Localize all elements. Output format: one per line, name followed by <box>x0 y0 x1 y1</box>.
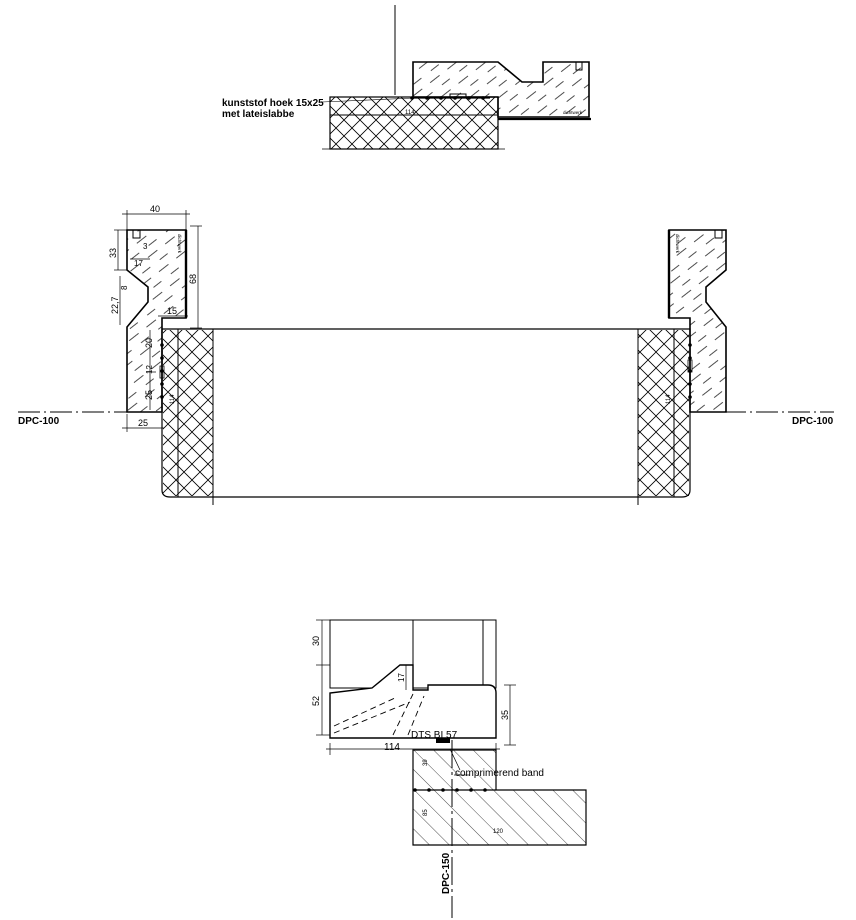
top-lintel <box>329 96 499 150</box>
bottom-sill-profile <box>329 664 497 739</box>
bottom-drain-lines <box>333 693 425 736</box>
bottom-dim-52: 52 <box>311 696 321 706</box>
dim-25-vertical: 25 <box>144 390 154 400</box>
bottom-dimension-lines <box>316 619 516 776</box>
dim-3: 3 <box>143 242 148 251</box>
right-fixing-dots <box>687 340 693 408</box>
bottom-detail: 30 52 17 35 114 DTS BI 57 comprimerend b… <box>311 619 587 918</box>
left-dpc-label: DPC-100 <box>18 416 60 427</box>
left-fixing-dots <box>159 340 165 408</box>
dim-114-left: 114 <box>170 394 176 404</box>
right-dpc-label: DPC-100 <box>792 416 834 427</box>
dim-33: 33 <box>108 248 118 258</box>
frame-body <box>161 328 691 498</box>
bottom-dim-39: 39 <box>423 759 429 766</box>
top-detail: kunststof hoek 15x25 met lateislabbe 114… <box>222 5 591 150</box>
dim-40: 40 <box>150 204 160 214</box>
bottom-dim-17: 17 <box>397 673 406 682</box>
top-material-tag: dichtwerk <box>563 110 583 115</box>
dim-12: 12 <box>145 365 154 374</box>
seal-label: DTS BI 57 <box>411 730 458 741</box>
right-frame-profile <box>668 229 727 413</box>
bottom-dim-85: 85 <box>423 809 429 816</box>
dim-68: 68 <box>188 274 198 284</box>
middle-dimension-lines <box>114 210 202 432</box>
bottom-dim-30: 30 <box>311 636 321 646</box>
left-material-tag: dichtwerk <box>177 234 182 254</box>
dim-25-horizontal: 25 <box>138 418 148 428</box>
bottom-dim-120: 120 <box>493 829 504 835</box>
left-insulation <box>163 330 213 496</box>
top-note-line1: kunststof hoek 15x25 <box>222 98 324 109</box>
dim-8: 8 <box>120 285 129 290</box>
dim-22-7: 22,7 <box>110 296 120 314</box>
right-insulation <box>638 330 689 496</box>
bottom-fixing-dots <box>413 788 487 792</box>
top-width-dim: 114 <box>405 110 415 116</box>
top-note-line2: met lateislabbe <box>222 109 295 120</box>
bottom-dim-114: 114 <box>384 742 400 753</box>
band-label: comprimerend band <box>455 768 544 779</box>
dim-114-right: 114 <box>666 394 672 404</box>
dim-15: 15 <box>167 306 177 316</box>
dim-17: 17 <box>134 259 143 268</box>
bottom-dim-35: 35 <box>500 710 510 720</box>
dim-20: 20 <box>144 338 154 348</box>
right-material-tag: dichtwerk <box>675 234 680 254</box>
seal-dts <box>436 738 450 743</box>
bottom-dpc-label: DPC-150 <box>441 852 452 894</box>
middle-detail: dichtwerk dichtwerk DPC-10 <box>18 204 834 505</box>
